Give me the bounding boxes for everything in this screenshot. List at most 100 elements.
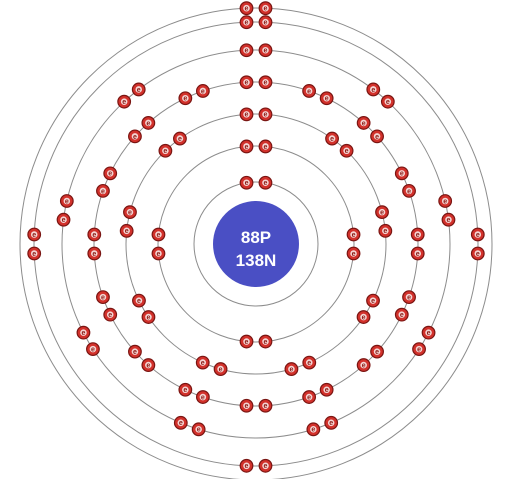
electron-symbol: e xyxy=(362,120,366,127)
electron: e xyxy=(410,227,425,242)
electron: e xyxy=(239,458,254,473)
electron-symbol: e xyxy=(264,339,268,346)
electron-symbol: e xyxy=(345,148,349,155)
electron: e xyxy=(370,344,384,359)
electron-symbol: e xyxy=(307,394,311,401)
electron-symbol: e xyxy=(92,251,96,258)
electron-symbol: e xyxy=(330,136,334,143)
electron-shells xyxy=(19,7,493,479)
electron-symbol: e xyxy=(289,366,293,373)
electron: e xyxy=(470,246,485,261)
electron-symbol: e xyxy=(264,403,268,410)
electron-symbol: e xyxy=(163,148,167,155)
electron: e xyxy=(319,382,334,397)
electron: e xyxy=(56,212,71,227)
electron: e xyxy=(402,183,416,198)
electron: e xyxy=(324,415,339,430)
electron: e xyxy=(258,75,273,90)
electron: e xyxy=(128,129,142,144)
electron-symbol: e xyxy=(416,251,420,258)
electron-symbol: e xyxy=(32,232,36,239)
electron-symbol: e xyxy=(386,99,390,106)
electron: e xyxy=(195,84,210,98)
electron: e xyxy=(195,390,210,404)
electron-symbol: e xyxy=(245,20,249,27)
electron-symbol: e xyxy=(157,251,161,258)
electron-symbol: e xyxy=(101,295,105,302)
electron-symbol: e xyxy=(371,298,375,305)
electron: e xyxy=(375,205,389,220)
electron-symbol: e xyxy=(380,210,384,217)
electron-symbol: e xyxy=(183,96,187,103)
electron-symbol: e xyxy=(245,6,249,13)
electron-symbol: e xyxy=(371,87,375,94)
electron: e xyxy=(239,334,254,349)
electron-symbol: e xyxy=(245,463,249,470)
electron-symbol: e xyxy=(101,188,105,195)
electron: e xyxy=(394,166,409,181)
shell-3 xyxy=(125,113,387,375)
electron-symbol: e xyxy=(91,347,95,354)
nucleus-neutrons-label: 138N xyxy=(236,251,277,270)
electron-symbol: e xyxy=(476,232,480,239)
electron: e xyxy=(141,358,156,372)
electron-symbol: e xyxy=(264,144,268,151)
electron-symbol: e xyxy=(133,134,137,141)
electron: e xyxy=(239,75,254,90)
nucleus: 88P 138N xyxy=(213,201,299,287)
electron: e xyxy=(380,94,395,109)
electron: e xyxy=(378,223,393,238)
electron-symbol: e xyxy=(447,217,451,224)
electron-symbol: e xyxy=(179,420,183,427)
electron-symbol: e xyxy=(400,171,404,178)
shell-6 xyxy=(33,21,479,467)
electron: e xyxy=(27,246,42,261)
electron: e xyxy=(258,398,273,413)
electron-symbol: e xyxy=(183,387,187,394)
electron: e xyxy=(421,325,436,340)
electron: e xyxy=(438,194,453,208)
electron-symbol: e xyxy=(245,180,249,187)
electron: e xyxy=(258,1,273,16)
electron-symbol: e xyxy=(32,251,36,258)
electron-symbol: e xyxy=(219,366,223,373)
electron-symbol: e xyxy=(325,96,329,103)
electron-symbol: e xyxy=(125,228,129,235)
electron-symbol: e xyxy=(307,360,311,367)
electron: e xyxy=(410,246,425,261)
electron-symbol: e xyxy=(264,180,268,187)
electron: e xyxy=(339,143,354,158)
electron-symbol: e xyxy=(157,232,161,239)
electron: e xyxy=(132,293,146,308)
electron-symbol: e xyxy=(311,427,315,434)
electron-symbol: e xyxy=(476,251,480,258)
electron-symbol: e xyxy=(245,144,249,151)
electron: e xyxy=(239,107,254,122)
electron: e xyxy=(258,107,273,122)
electron-symbol: e xyxy=(92,232,96,239)
electron-symbol: e xyxy=(375,349,379,356)
electron-symbol: e xyxy=(400,312,404,319)
electron-symbol: e xyxy=(264,463,268,470)
electron-symbol: e xyxy=(108,171,112,178)
electron: e xyxy=(173,415,188,430)
electron-symbol: e xyxy=(146,120,150,127)
electron-symbol: e xyxy=(329,420,333,427)
electron: e xyxy=(258,43,273,58)
electron-symbol: e xyxy=(128,210,132,217)
electron: e xyxy=(141,310,156,324)
electron-symbol: e xyxy=(307,88,311,95)
electron: e xyxy=(258,15,273,30)
nucleus-protons-label: 88P xyxy=(241,228,271,247)
electron: e xyxy=(239,15,254,30)
electron: e xyxy=(86,342,100,357)
electron: e xyxy=(59,194,74,208)
electron: e xyxy=(394,307,409,322)
electron: e xyxy=(258,334,273,349)
electron: e xyxy=(412,342,426,357)
electron: e xyxy=(302,390,317,404)
electron-symbol: e xyxy=(407,188,411,195)
electron: e xyxy=(258,139,273,154)
electron: e xyxy=(119,223,134,238)
